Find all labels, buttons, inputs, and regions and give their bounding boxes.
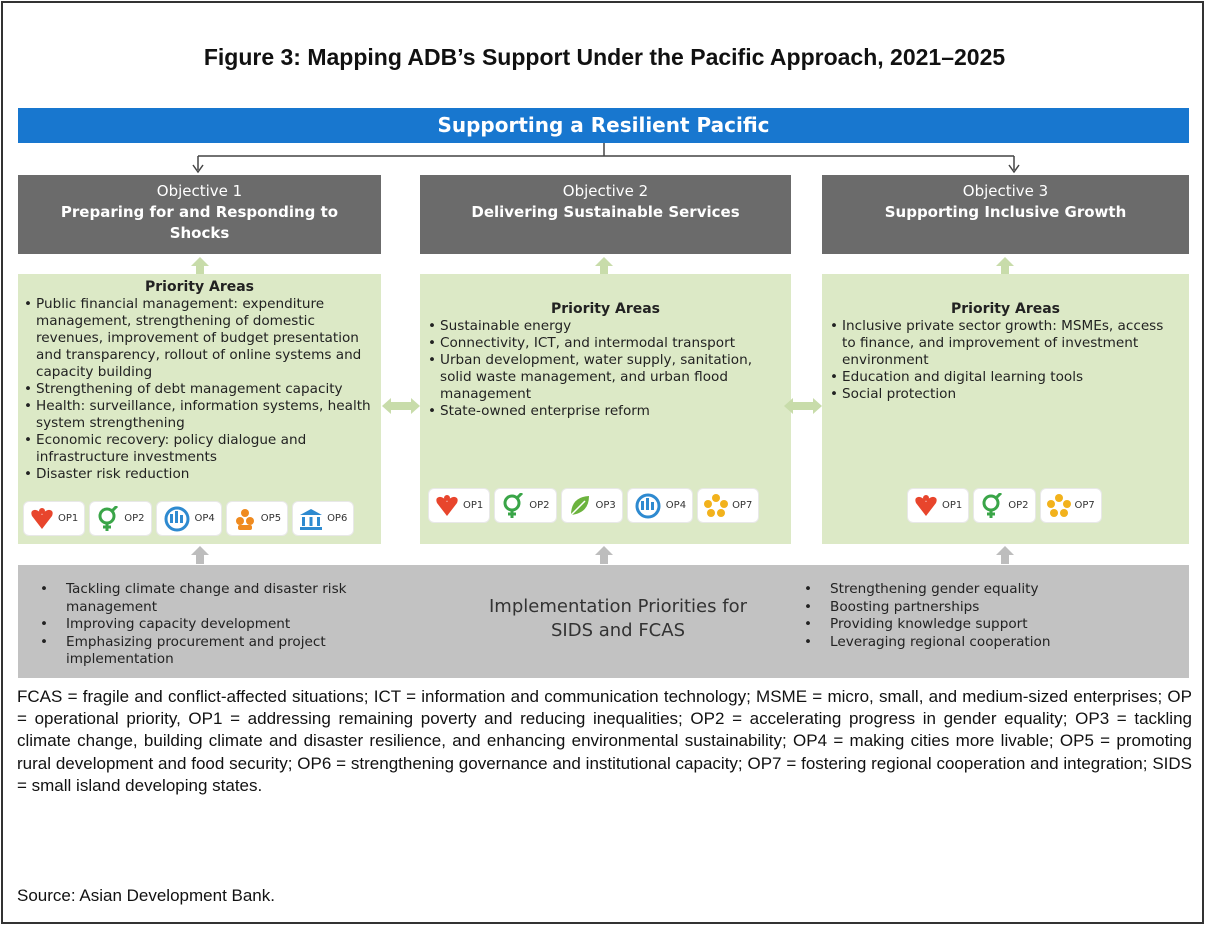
op-badge-op2: OP2 bbox=[495, 489, 556, 522]
objective-3-number: Objective 3 bbox=[962, 182, 1049, 200]
op-badge-op1: OP1 bbox=[908, 489, 969, 522]
list-item: Sustainable energy bbox=[428, 318, 781, 335]
list-item: Providing knowledge support bbox=[800, 616, 1170, 634]
op-badge-op2: OP2 bbox=[90, 502, 151, 535]
food-security-icon bbox=[235, 508, 254, 530]
figure-notes: FCAS = fragile and conflict-affected sit… bbox=[17, 687, 1192, 795]
up-arrow-1 bbox=[191, 257, 209, 274]
op-badge-op7: OP7 bbox=[698, 489, 759, 522]
op-label: OP7 bbox=[732, 500, 753, 511]
list-item: Public financial management: expenditure… bbox=[24, 296, 375, 381]
priority-areas-heading-3: Priority Areas bbox=[951, 301, 1060, 317]
op-badge-op5: OP5 bbox=[226, 502, 288, 535]
list-item: Social protection bbox=[830, 386, 1179, 403]
op-badge-op4: OP4 bbox=[156, 502, 221, 535]
gender-symbol-icon bbox=[503, 492, 524, 518]
objective-2-number: Objective 2 bbox=[562, 182, 649, 200]
list-item: Health: surveillance, information system… bbox=[24, 398, 375, 432]
op-label: OP1 bbox=[942, 500, 963, 511]
op-label: OP2 bbox=[529, 500, 550, 511]
list-item: Disaster risk reduction bbox=[24, 466, 375, 483]
op-icons-row-2: OP1 OP2 OP3 OP4 OP7 bbox=[429, 489, 759, 522]
list-item: Tackling climate change and disaster ris… bbox=[36, 581, 436, 616]
list-item: Strengthening gender equality bbox=[800, 581, 1170, 599]
op-label: OP7 bbox=[1074, 500, 1095, 511]
priority-to-objective-arrows bbox=[191, 257, 1014, 274]
op-badge-op4: OP4 bbox=[627, 489, 693, 522]
implementation-priorities-box: Tackling climate change and disaster ris… bbox=[18, 565, 1189, 678]
city-livable-icon bbox=[164, 506, 190, 531]
implementation-left-list: Tackling climate change and disaster ris… bbox=[36, 581, 436, 669]
gender-symbol-icon bbox=[98, 505, 119, 531]
impl-up-arrow-3 bbox=[996, 546, 1014, 564]
op-badge-op3: OP3 bbox=[561, 489, 622, 522]
priority-areas-heading-2: Priority Areas bbox=[551, 301, 660, 317]
up-arrow-2 bbox=[595, 257, 613, 274]
list-item: Urban development, water supply, sanitat… bbox=[428, 352, 781, 403]
priority-areas-list-3: Inclusive private sector growth: MSMEs, … bbox=[822, 318, 1189, 403]
op-icons-row-3: OP1 OP2 OP7 bbox=[908, 489, 1101, 522]
impl-up-arrow-2 bbox=[595, 546, 613, 564]
op-badge-op2: OP2 bbox=[974, 489, 1035, 522]
banner-connector-lines bbox=[192, 143, 1020, 174]
objective-1-number: Objective 1 bbox=[156, 182, 243, 200]
objective-3-title: Supporting Inclusive Growth bbox=[884, 203, 1127, 221]
up-arrow-3 bbox=[996, 257, 1014, 274]
op-label: OP4 bbox=[194, 513, 215, 524]
priority-areas-list-2: Sustainable energy Connectivity, ICT, an… bbox=[420, 318, 791, 420]
list-item: Strengthening of debt management capacit… bbox=[24, 381, 375, 398]
priority-areas-list-1: Public financial management: expenditure… bbox=[18, 296, 381, 483]
list-item: Improving capacity development bbox=[36, 616, 436, 634]
list-item: Emphasizing procurement and project impl… bbox=[36, 634, 436, 669]
op-badge-op6: OP6 bbox=[293, 502, 354, 535]
implementation-to-priority-arrows bbox=[191, 546, 1014, 564]
op-label: OP3 bbox=[595, 500, 616, 511]
op-label: OP1 bbox=[58, 513, 79, 524]
op-badge-op1: OP1 bbox=[429, 489, 490, 522]
op-label: OP2 bbox=[124, 513, 145, 524]
op-label: OP6 bbox=[327, 513, 348, 524]
figure-source: Source: Asian Development Bank. bbox=[17, 886, 275, 905]
objective-1-box: Objective 1 Preparing for and Responding… bbox=[18, 175, 381, 254]
op-label: OP1 bbox=[463, 500, 484, 511]
poverty-heart-icon bbox=[436, 494, 458, 516]
list-item: Connectivity, ICT, and intermodal transp… bbox=[428, 335, 781, 352]
list-item: Economic recovery: policy dialogue and i… bbox=[24, 432, 375, 466]
list-item: Inclusive private sector growth: MSMEs, … bbox=[830, 318, 1179, 369]
double-arrow-1-2 bbox=[382, 398, 420, 414]
list-item: Leveraging regional cooperation bbox=[800, 634, 1170, 652]
city-livable-icon bbox=[635, 493, 661, 518]
op-badge-op7: OP7 bbox=[1040, 489, 1101, 522]
objective-1-title: Preparing for and Responding to Shocks bbox=[60, 203, 339, 242]
objective-2-title: Delivering Sustainable Services bbox=[471, 203, 740, 221]
list-item: State-owned enterprise reform bbox=[428, 403, 781, 420]
impl-up-arrow-1 bbox=[191, 546, 209, 564]
double-arrow-2-3 bbox=[784, 398, 822, 414]
implementation-title: Implementation Priorities for SIDS and F… bbox=[489, 596, 747, 641]
implementation-right-list: Strengthening gender equality Boosting p… bbox=[800, 581, 1170, 651]
op-label: OP4 bbox=[665, 500, 687, 511]
objective-3-box: Objective 3 Supporting Inclusive Growth bbox=[822, 175, 1189, 254]
figure-title: Figure 3: Mapping ADB’s Support Under th… bbox=[203, 44, 1006, 70]
list-item: Boosting partnerships bbox=[800, 599, 1170, 617]
op-icons-row-1: OP1 OP2 OP4 OP5 OP6 bbox=[24, 502, 354, 535]
list-item: Education and digital learning tools bbox=[830, 369, 1179, 386]
priority-areas-box-1: Priority Areas Public financial manageme… bbox=[18, 274, 381, 544]
regional-cooperation-icon bbox=[704, 493, 729, 517]
op-label: OP2 bbox=[1008, 500, 1029, 511]
op-badge-op1: OP1 bbox=[24, 502, 85, 535]
leaf-icon bbox=[570, 495, 589, 516]
regional-cooperation-icon bbox=[1046, 493, 1071, 517]
governance-building-icon bbox=[300, 508, 323, 530]
priority-areas-heading-1: Priority Areas bbox=[145, 279, 254, 295]
op-label: OP5 bbox=[260, 513, 282, 524]
objective-2-box: Objective 2 Delivering Sustainable Servi… bbox=[420, 175, 791, 254]
poverty-heart-icon bbox=[915, 494, 937, 516]
banner-supporting-resilient-pacific: Supporting a Resilient Pacific bbox=[18, 108, 1189, 143]
poverty-heart-icon bbox=[31, 507, 53, 529]
gender-symbol-icon bbox=[982, 492, 1003, 518]
